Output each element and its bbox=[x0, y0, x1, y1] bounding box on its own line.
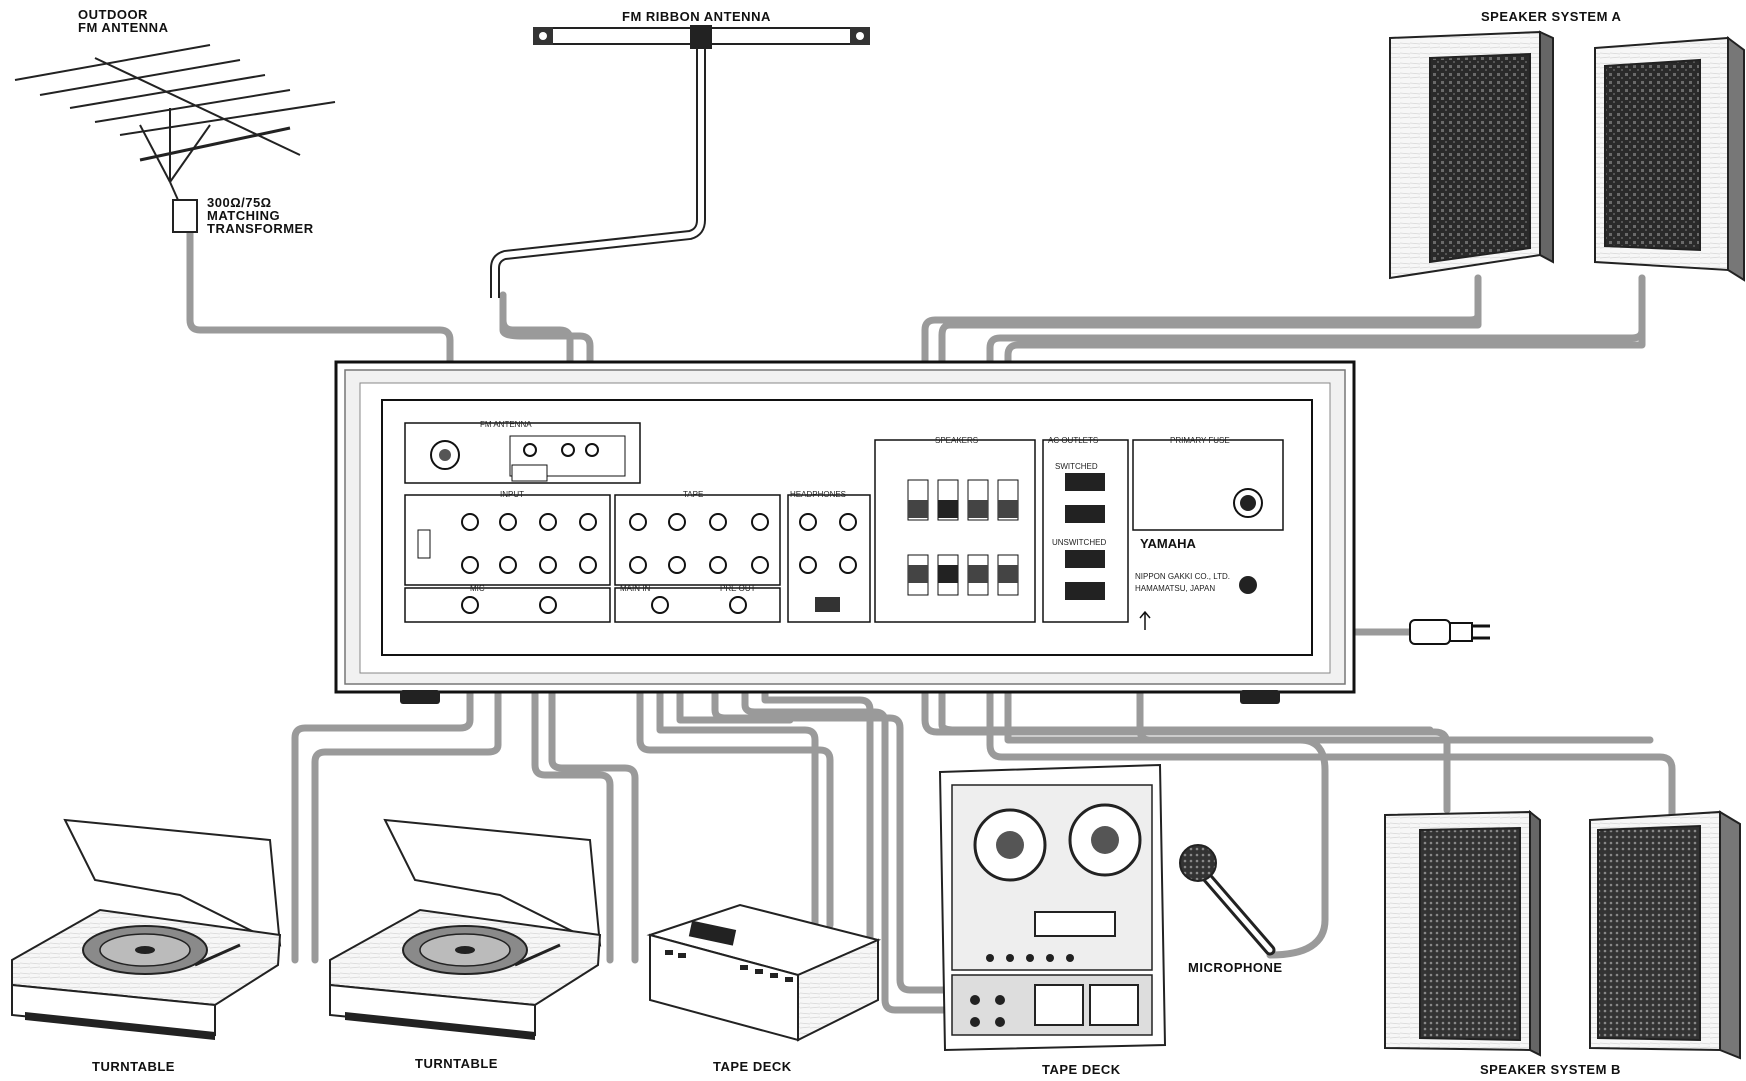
panel-input-label: INPUT bbox=[500, 490, 524, 499]
panel-brand-logo: YAMAHA bbox=[1140, 536, 1196, 551]
panel-fm-antenna-label: FM ANTENNA bbox=[480, 420, 532, 429]
fm-ribbon-antenna-label: FM RIBBON ANTENNA bbox=[622, 10, 771, 23]
panel-primary-fuse-label: PRIMARY FUSE bbox=[1170, 436, 1230, 445]
panel-maker-line1: NIPPON GAKKI CO., LTD. bbox=[1135, 572, 1230, 581]
tape-deck-cassette bbox=[650, 905, 878, 1040]
speaker-a-left bbox=[1390, 32, 1553, 278]
turntable-1-label: TURNTABLE bbox=[92, 1060, 175, 1073]
panel-speakers-label: SPEAKERS bbox=[935, 436, 978, 445]
matching-transformer-label: 300Ω/75Ω MATCHING TRANSFORMER bbox=[207, 196, 314, 235]
matching-transformer-label-line3: TRANSFORMER bbox=[207, 222, 314, 235]
power-plug bbox=[1410, 620, 1490, 644]
panel-main-in-label: MAIN IN bbox=[620, 584, 650, 593]
outdoor-fm-antenna-label-line2: FM ANTENNA bbox=[78, 21, 168, 34]
turntable-2 bbox=[330, 820, 600, 1040]
panel-ac-outlets-label: AC OUTLETS bbox=[1048, 436, 1098, 445]
microphone-label: MICROPHONE bbox=[1188, 961, 1283, 974]
speaker-a-right bbox=[1595, 38, 1744, 280]
speaker-system-b bbox=[1385, 812, 1740, 1058]
panel-headphones-label: HEADPHONES bbox=[790, 490, 846, 499]
turntable-1 bbox=[12, 820, 280, 1040]
panel-tape-label: TAPE bbox=[683, 490, 703, 499]
mic-block bbox=[405, 588, 610, 622]
speaker-system-a bbox=[1390, 32, 1744, 280]
speaker-system-a-label: SPEAKER SYSTEM A bbox=[1481, 10, 1621, 23]
outdoor-fm-antenna-label: OUTDOOR FM ANTENNA bbox=[78, 8, 168, 34]
panel-unswitched-label: UNSWITCHED bbox=[1052, 538, 1106, 547]
speaker-system-b-label: SPEAKER SYSTEM B bbox=[1480, 1063, 1621, 1076]
microphone bbox=[1180, 845, 1270, 950]
panel-mic-label: MIC bbox=[470, 584, 485, 593]
receiver-rear-panel bbox=[336, 362, 1354, 704]
panel-switched-label: SWITCHED bbox=[1055, 462, 1098, 471]
fm-ribbon-antenna bbox=[495, 25, 870, 298]
turntable-2-label: TURNTABLE bbox=[415, 1057, 498, 1070]
tape-deck-reel-label: TAPE DECK bbox=[1042, 1063, 1121, 1076]
primary-fuse-block bbox=[1133, 440, 1283, 530]
panel-pre-out-label: PRE OUT bbox=[720, 584, 756, 593]
speaker-b-left bbox=[1385, 812, 1540, 1055]
speaker-b-right bbox=[1590, 812, 1740, 1058]
tape-deck-cassette-label: TAPE DECK bbox=[713, 1060, 792, 1073]
main-in-pre-out-block bbox=[615, 588, 780, 622]
tape-deck-reel bbox=[940, 765, 1165, 1050]
panel-maker-line2: HAMAMATSU, JAPAN bbox=[1135, 584, 1215, 593]
